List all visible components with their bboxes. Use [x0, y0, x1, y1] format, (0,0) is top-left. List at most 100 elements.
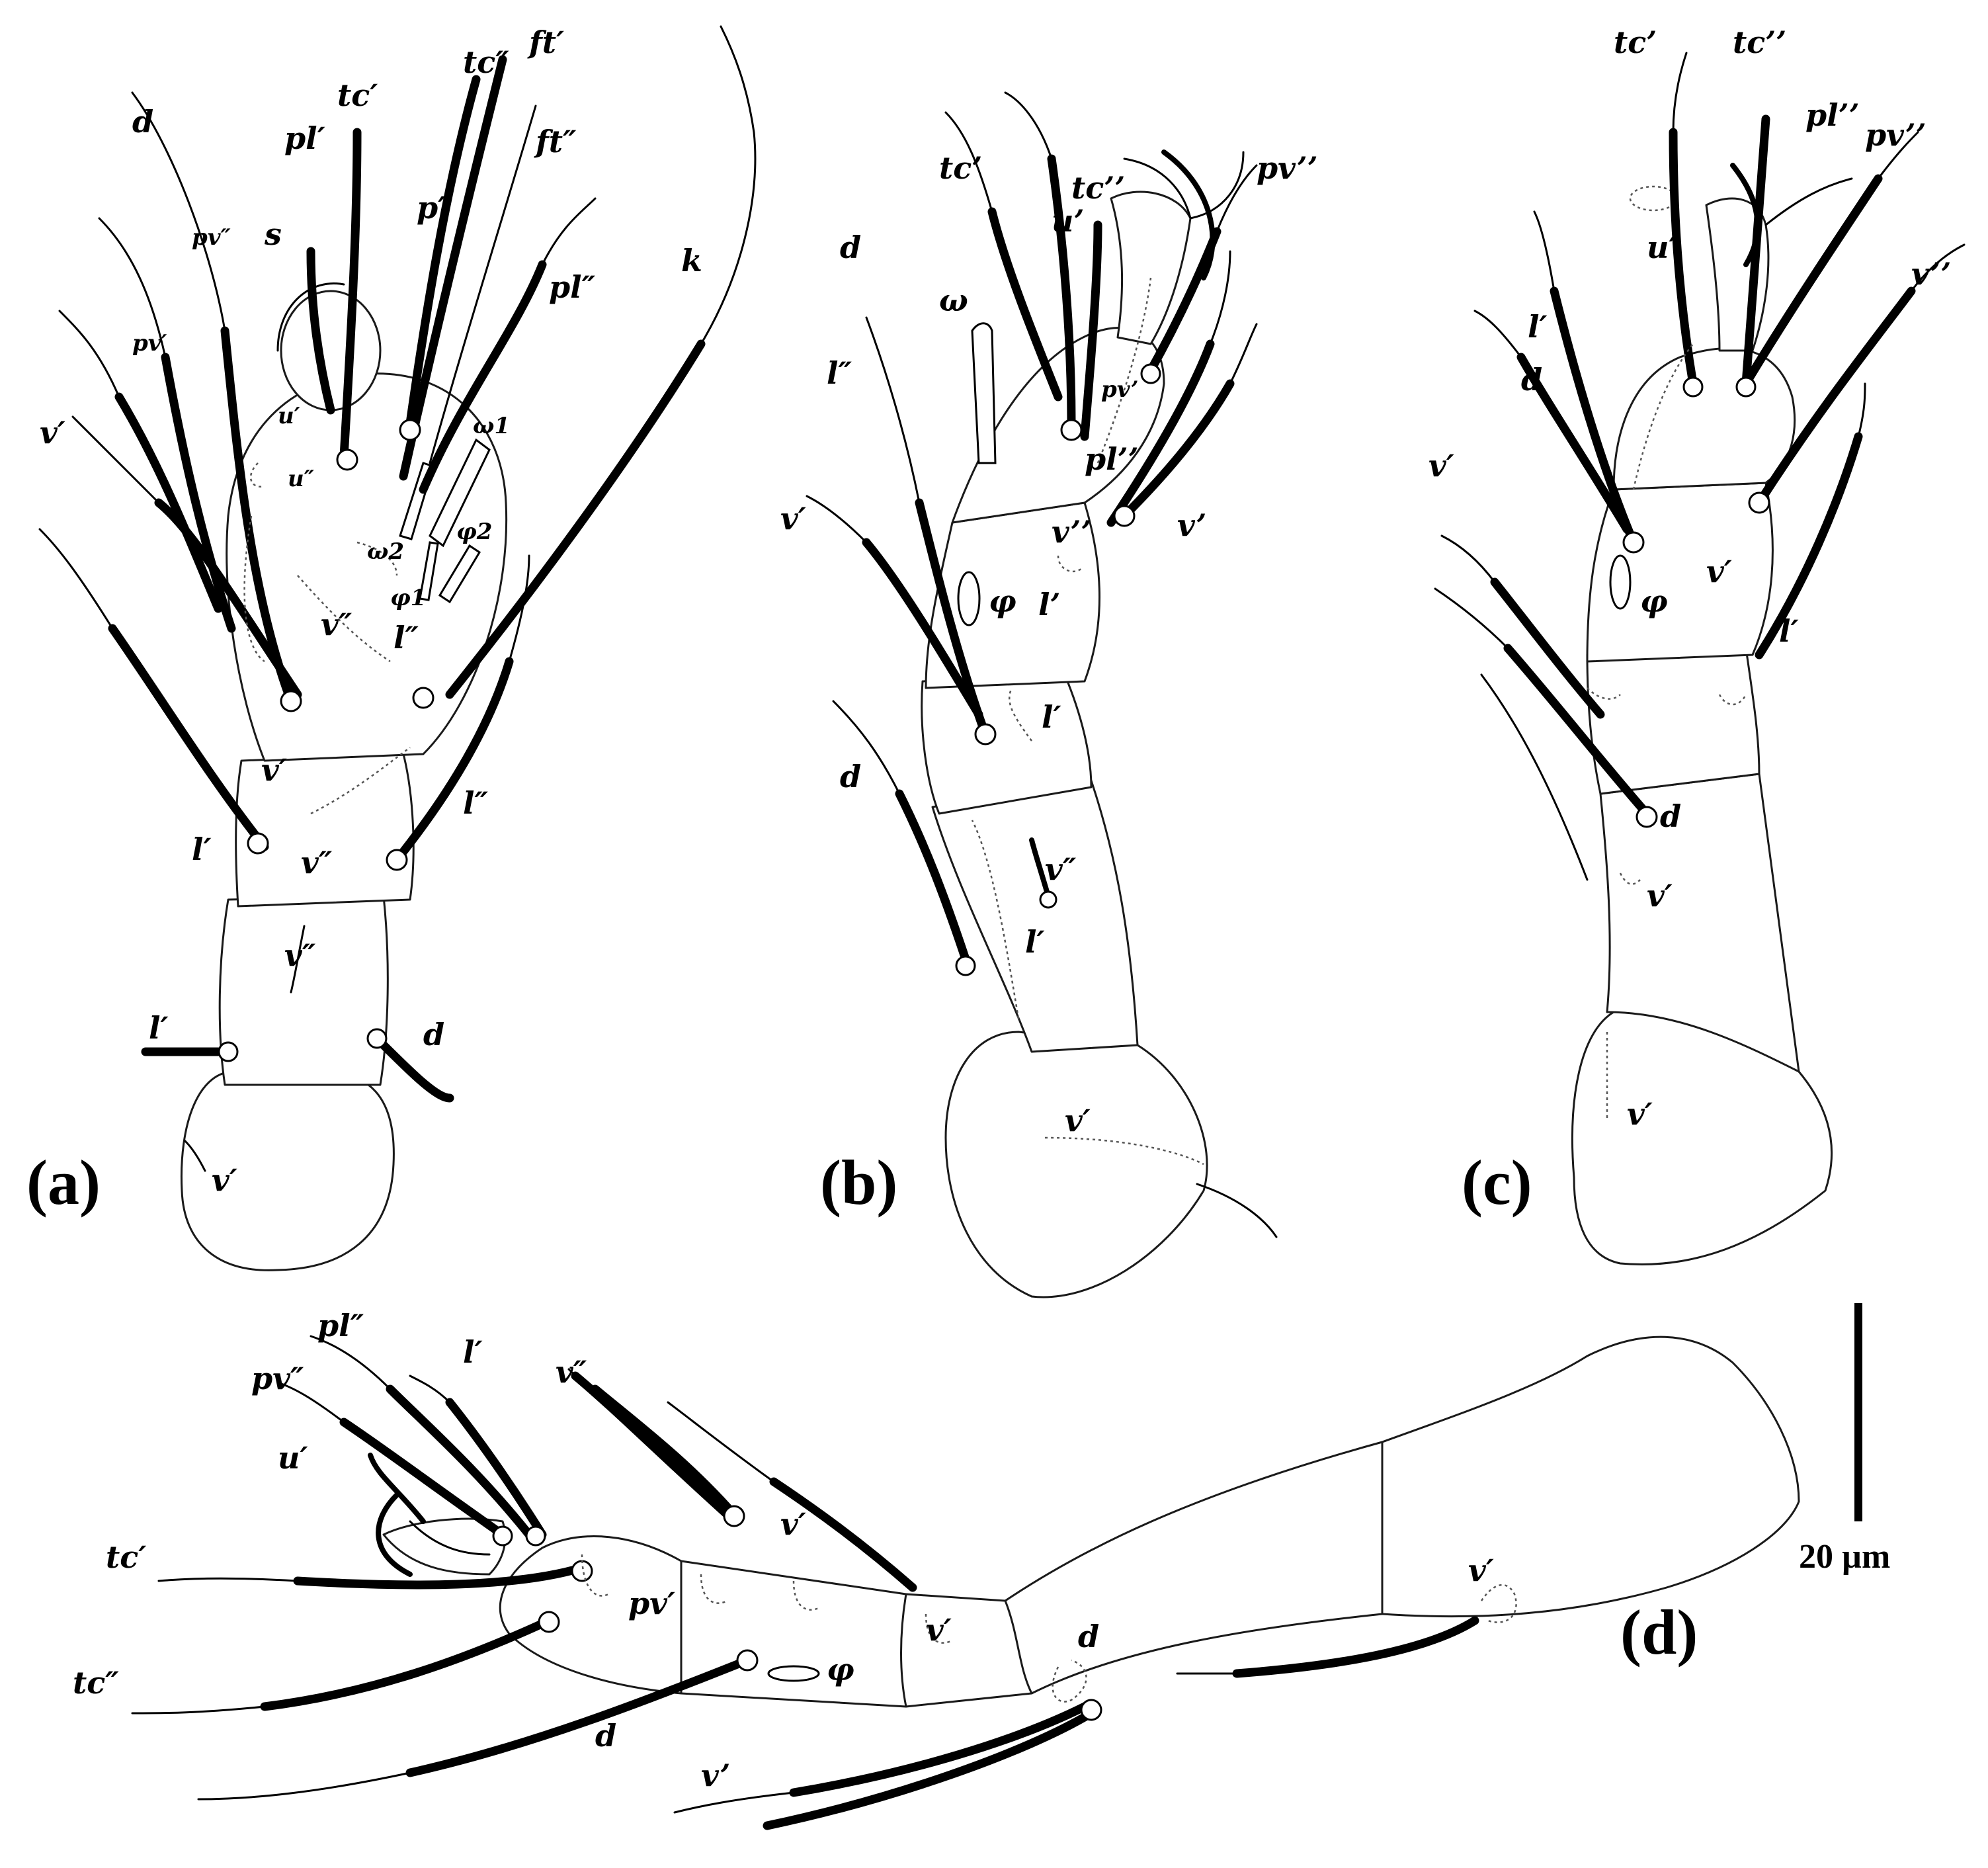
panel-c-label-tc-prime: tc’	[1614, 24, 1657, 60]
panel-b-label-v-prime-3: v′	[1065, 1103, 1091, 1138]
panel-b-label-l-prime-3: l′	[1025, 924, 1045, 960]
panel-a-title: (a)	[26, 1147, 101, 1218]
panel-d-label-d: d	[595, 1718, 616, 1754]
panel-c-title: (c)	[1462, 1147, 1532, 1218]
panel-a-socket	[218, 1041, 239, 1062]
panel-a-socket	[412, 687, 435, 709]
panel-c-solenidion-phi	[1609, 554, 1632, 610]
panel-b-label-l-prime-2: l′	[1042, 699, 1061, 735]
panel-a-label-v-dprime-2: v″	[301, 845, 333, 880]
panel-a-label-tc-dprime: tc″	[463, 44, 509, 80]
panel-d-label-v-prime-2: v′	[926, 1612, 952, 1648]
panel-a-socket	[366, 1028, 388, 1049]
panel-d-label-v-prime: v′	[780, 1506, 806, 1542]
panel-c-label-l-prime-2: l′	[1779, 613, 1799, 649]
panel-a-socket	[280, 690, 302, 712]
panel-a-label-l-prime: l′	[192, 831, 212, 867]
panel-d-basal-segment	[1376, 1336, 1800, 1618]
panel-d-socket	[736, 1649, 759, 1672]
panel-d-label-l-prime: l′	[463, 1334, 483, 1370]
panel-d-label-v-prime-4: v′	[1468, 1552, 1494, 1588]
panel-b-title: (b)	[820, 1147, 897, 1218]
panel-a-label-k: k	[681, 243, 702, 278]
panel-c-label-v-prime-2: v′	[1706, 554, 1732, 589]
panel-b-label-omega: ω	[939, 282, 968, 318]
panel-b-claw	[1110, 191, 1192, 345]
panel-b-socket	[1140, 363, 1161, 384]
panel-b-label-u-prime: u’	[1052, 203, 1084, 239]
panel-a-label-u-dprime: u″	[288, 466, 314, 492]
panel-a-basal-segment	[180, 1069, 395, 1271]
panel-a-label-pl-dprime: pl″	[549, 269, 596, 305]
panel-d-label-tc-prime: tc′	[106, 1539, 146, 1575]
panel-d-socket	[1080, 1699, 1102, 1721]
panel-d-socket	[525, 1525, 546, 1547]
panel-d-title: (d)	[1620, 1597, 1698, 1668]
panel-a-label-v-prime: v′	[40, 415, 65, 450]
panel-a-label-phi1: φ1	[390, 585, 426, 611]
panel-b-basal-segment	[944, 1031, 1208, 1298]
panel-b-leg: tc’’ pv’’ tc’ u’ d ω pv’ l″ pl’’ v’’ v’ …	[780, 91, 1318, 1298]
panel-a-label-u-prime: u′	[278, 403, 300, 429]
panel-c-label-pl-dprime: pl’’	[1805, 97, 1860, 133]
panel-d-socket	[538, 1611, 560, 1633]
panel-a-segment-2	[218, 895, 389, 1086]
panel-b-socket	[1060, 419, 1083, 441]
panel-b-label-v-prime-2: v′	[780, 501, 806, 536]
panel-c-label-v-prime: v′	[1429, 448, 1454, 484]
panel-d-leg: pl″ l′ v″ pv″ u′ v′ tc′ pv′ tc″ v′ φ d d…	[73, 1308, 1800, 1830]
panel-c-label-phi: φ	[1640, 583, 1668, 619]
panel-c-label-u-prime: u′	[1647, 230, 1677, 265]
scale-bar-label: 20 µm	[1799, 1538, 1890, 1576]
panel-b-label-l-dprime: l″	[827, 355, 852, 391]
panel-a-leg: d pl′ tc′ tc″ ft′ ft″ pv″ s p″ pl″ k pv′…	[26, 24, 757, 1271]
panel-a-label-ft-dprime: ft″	[534, 124, 577, 159]
panel-a-label-l-dprime-2: l″	[463, 785, 488, 821]
panel-a-label-s: s	[264, 216, 282, 252]
panel-b-socket	[955, 955, 976, 976]
panel-b-label-v-dprime-2: v″	[1045, 851, 1077, 887]
panel-a-label-l-prime-2: l′	[149, 1010, 169, 1046]
panel-c-socket	[1735, 376, 1757, 398]
panel-b-label-pl-dprime: pl’’	[1085, 441, 1139, 477]
panel-b-label-l-prime: l’	[1038, 587, 1061, 622]
panel-a-socket	[399, 419, 421, 441]
panel-d-label-pv-prime: pv′	[628, 1586, 675, 1621]
panel-d-label-v-dprime: v″	[556, 1354, 587, 1390]
panel-a-label-d: d	[132, 104, 153, 140]
scale-bar: 20 µm	[1799, 1303, 1890, 1576]
panel-a-label-omega2: ω2	[367, 538, 404, 565]
panel-a-solenidion-omega1	[429, 438, 491, 548]
panel-d-label-pv-dprime: pv″	[251, 1361, 304, 1396]
panel-d-femur	[1004, 1441, 1384, 1695]
panel-b-solenidion-omega	[971, 322, 997, 464]
panel-d-tibia	[675, 1560, 907, 1708]
panel-c-label-v-prime-4: v′	[1627, 1096, 1653, 1132]
panel-b-label-d: d	[840, 230, 861, 265]
panel-c-leg: tc’ tc’’ pl’’ pv’’ v’’ u′ l′ d v′ φ v′ l…	[1429, 24, 1966, 1266]
panel-b-socket	[1039, 890, 1057, 909]
panel-a-label-d-2: d	[423, 1017, 444, 1052]
panel-a-label-v-prime-3: v′	[212, 1162, 237, 1198]
panel-a-socket	[247, 832, 269, 855]
panel-d-label-u-prime: u′	[278, 1440, 308, 1476]
panel-a-solenidion-phi1	[419, 541, 439, 601]
panel-d-socket	[723, 1505, 745, 1527]
panel-b-socket	[974, 723, 997, 745]
panel-c-socket	[1748, 491, 1770, 514]
panel-a-label-l-dprime: l″	[393, 620, 419, 656]
panel-b-label-tc-prime: tc’	[939, 150, 982, 186]
panel-d-socket	[492, 1525, 513, 1547]
panel-d-solenidion-phi	[767, 1665, 820, 1682]
panel-d-label-tc-dprime: tc″	[73, 1665, 119, 1701]
panel-a-label-pv-dprime: pv″	[192, 224, 231, 251]
panel-d-label-pl-dprime: pl″	[317, 1308, 364, 1343]
panel-b-label-pv-dprime: pv’’	[1257, 150, 1318, 186]
panel-c-label-d: d	[1521, 362, 1542, 398]
panel-d-label-v-prime-3: v’	[701, 1758, 730, 1793]
panel-a-label-v-dprime-3: v″	[284, 937, 316, 973]
panel-d-label-phi: φ	[827, 1652, 854, 1687]
panel-a-label-pl-prime: pl′	[284, 120, 325, 156]
panel-c-label-v-prime-3: v′	[1647, 878, 1673, 913]
panel-c-femur	[1599, 773, 1800, 1073]
